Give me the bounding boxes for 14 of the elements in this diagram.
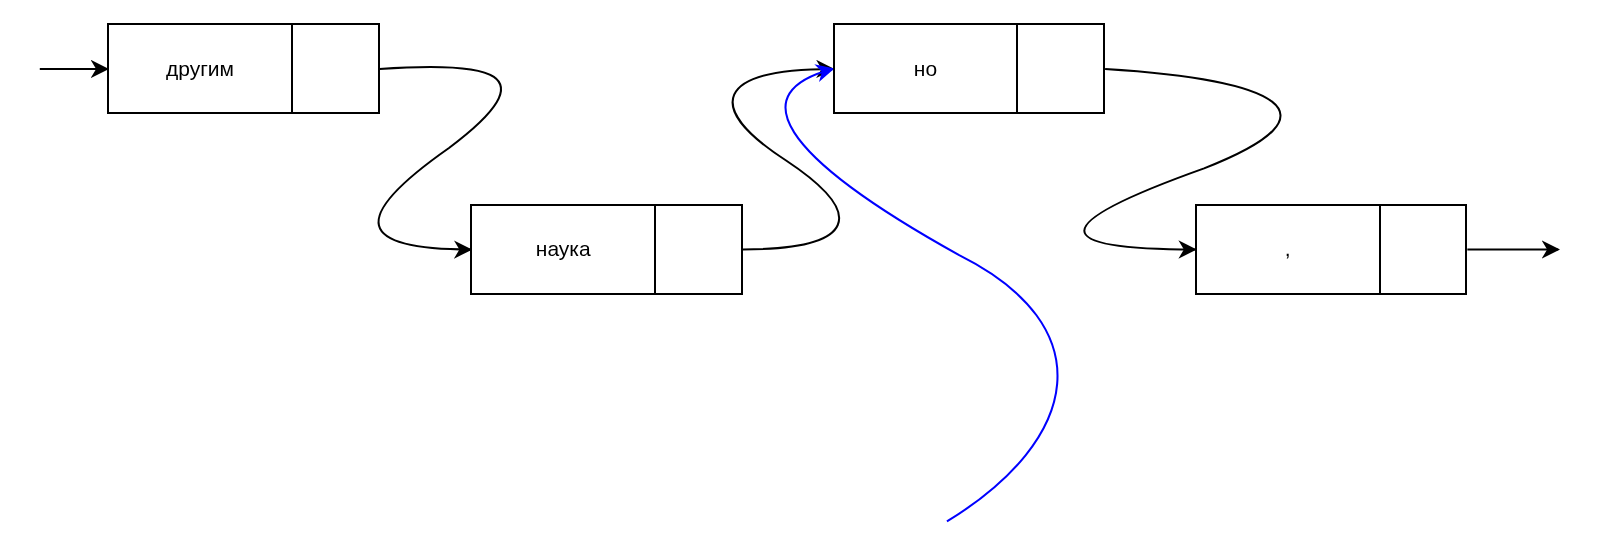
arrow xyxy=(731,60,840,251)
arrow xyxy=(1467,240,1560,259)
arrow xyxy=(378,65,502,259)
node-value: другим xyxy=(164,56,235,81)
node-value: наука xyxy=(534,237,592,262)
arrow xyxy=(1084,67,1281,259)
node-value: но xyxy=(912,56,939,81)
list-node-box xyxy=(107,23,380,115)
node-value: , xyxy=(1283,237,1292,262)
arrow xyxy=(784,65,1059,523)
list-node-box xyxy=(470,204,743,295)
list-node-box xyxy=(1194,204,1468,295)
list-node-box xyxy=(832,23,1106,115)
arrow xyxy=(39,59,109,79)
